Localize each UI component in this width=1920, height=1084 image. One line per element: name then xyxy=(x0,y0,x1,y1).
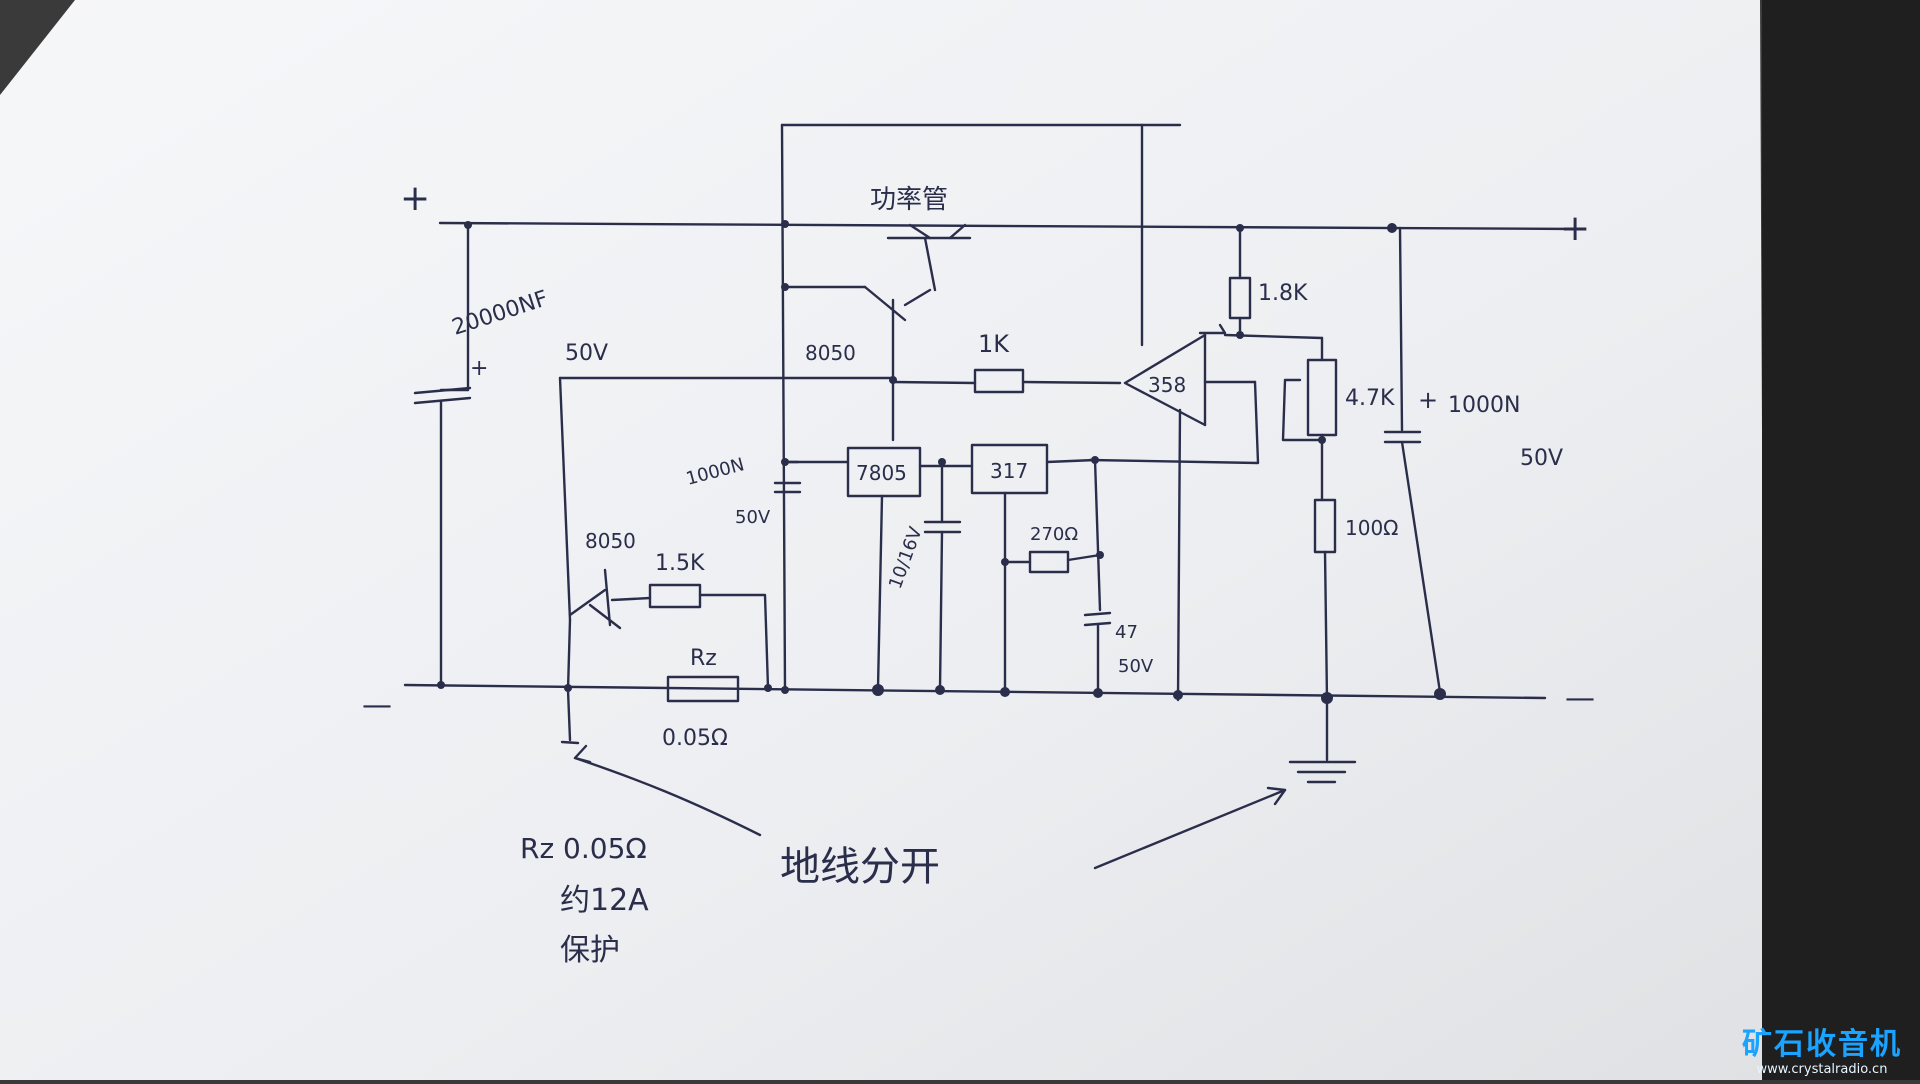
plus-left-label: + xyxy=(400,178,430,219)
watermark-url: www.crystalradio.cn xyxy=(1756,1062,1888,1077)
power-tube-label: 功率管 xyxy=(870,185,948,215)
r-270-label: 270Ω xyxy=(1030,524,1078,545)
cap-mid-voltage-label: 50V xyxy=(735,507,771,528)
driver-transistor-label: 8050 xyxy=(805,341,856,365)
opamp-label: 358 xyxy=(1148,373,1186,397)
capacitor-1000n-right xyxy=(1383,226,1442,694)
watermark: 矿石收音机 www.crystalradio.cn xyxy=(1732,1028,1912,1078)
reg-7805-label: 7805 xyxy=(856,461,907,485)
plus-right-label: + xyxy=(1560,208,1590,249)
opamp-358 xyxy=(1123,323,1257,702)
capacitor-small xyxy=(923,460,962,692)
paper-sheet xyxy=(0,0,1765,1080)
resistor-rz xyxy=(666,675,740,703)
cap-main-plus-label: + xyxy=(470,356,488,381)
resistor-270 xyxy=(1028,550,1070,574)
protection-transistor-8050 xyxy=(568,568,652,630)
regulator-317 xyxy=(970,443,1049,495)
cap-right-value-label: 1000N xyxy=(1448,393,1520,418)
arrow-left xyxy=(573,756,762,837)
arrow-right xyxy=(1093,788,1287,870)
note-current-label: 约12A xyxy=(560,883,649,918)
minus-left-label: — xyxy=(362,688,392,723)
pot-4-7k-label: 4.7K xyxy=(1345,386,1395,411)
cap-right-plus-label: + xyxy=(1418,386,1438,414)
minus-right-label: — xyxy=(1565,681,1595,716)
r-1-8k-label: 1.8K xyxy=(1258,281,1308,306)
negative-rail xyxy=(403,683,1547,700)
reg-317-label: 317 xyxy=(990,459,1028,483)
note-rz-label: Rz 0.05Ω xyxy=(520,832,647,865)
cap-47-label: 47 xyxy=(1115,622,1138,643)
watermark-title: 矿石收音机 xyxy=(1742,1027,1902,1062)
r-1k-label: 1K xyxy=(978,330,1010,358)
junction-dots xyxy=(437,220,1446,704)
r-sense-label: Rz xyxy=(690,646,717,671)
capacitor-47 xyxy=(1083,611,1112,697)
r-sense-value-label: 0.05Ω xyxy=(662,726,728,751)
ground-symbol xyxy=(1288,698,1357,784)
cap-right-voltage-label: 50V xyxy=(1520,446,1563,471)
note-ground-label: 地线分开 xyxy=(780,844,940,890)
cap-47-voltage-label: 50V xyxy=(1118,656,1154,677)
cap-main-voltage-label: 50V xyxy=(565,341,608,366)
r-1-5k-label: 1.5K xyxy=(655,551,705,576)
note-protect-label: 保护 xyxy=(560,933,620,968)
regulator-7805 xyxy=(846,446,922,498)
main-capacitor xyxy=(413,223,472,687)
r-100-label: 100Ω xyxy=(1345,516,1398,540)
protect-transistor-label: 8050 xyxy=(585,529,636,553)
power-transistor xyxy=(783,223,972,322)
